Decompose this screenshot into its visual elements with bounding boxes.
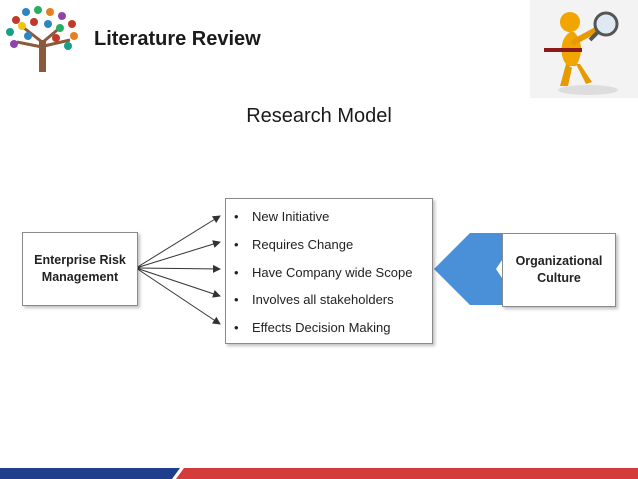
enterprise-risk-management-box: Enterprise Risk Management <box>22 232 138 306</box>
footer-stripe <box>0 468 638 479</box>
list-item: •Involves all stakeholders <box>234 289 432 317</box>
list-item: •Have Company wide Scope <box>234 262 432 290</box>
arrow-2 <box>135 240 221 269</box>
list-item: •Requires Change <box>234 234 432 262</box>
left-box-line2: Management <box>41 270 119 284</box>
arrow-3 <box>135 264 221 273</box>
tree-logo-icon <box>6 6 78 72</box>
bullet-icon: • <box>234 292 239 308</box>
magnifier-figure-icon <box>530 0 638 98</box>
right-box-line1: Organizational <box>515 254 603 269</box>
bullet-icon: • <box>234 320 239 336</box>
slide-title: Literature Review <box>94 28 261 50</box>
arrow-1 <box>135 215 221 269</box>
arrow-4 <box>135 267 221 298</box>
left-box-line1: Enterprise Risk <box>34 253 126 268</box>
chevron-left-arrow <box>434 233 520 305</box>
list-item: •Effects Decision Making <box>234 317 432 345</box>
bullet-icon: • <box>234 264 239 280</box>
bullet-icon: • <box>234 236 239 252</box>
model-heading: Research Model <box>246 105 392 127</box>
arrow-5 <box>135 267 221 325</box>
list-item: •New Initiative <box>234 206 432 234</box>
bullet-icon: • <box>234 209 239 224</box>
characteristics-list: •New Initiative •Requires Change •Have C… <box>226 199 432 345</box>
right-box-line2: Culture <box>537 271 581 285</box>
characteristics-list-box: •New Initiative •Requires Change •Have C… <box>225 198 433 344</box>
organizational-culture-box: Organizational Culture <box>502 233 616 307</box>
